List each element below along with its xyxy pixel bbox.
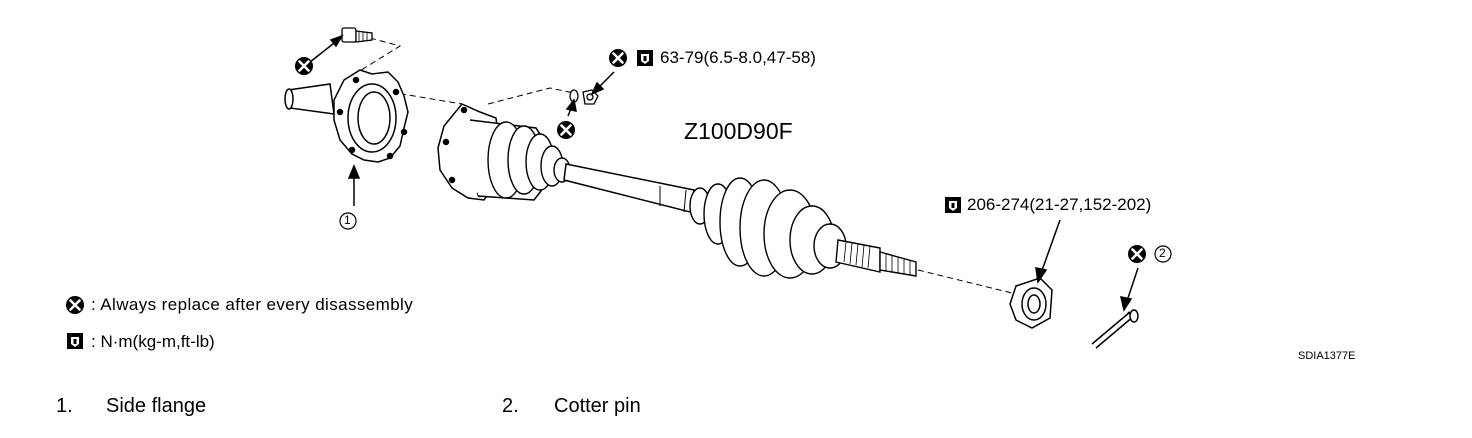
always-replace-icon xyxy=(555,119,577,141)
shaft-part xyxy=(563,163,695,213)
always-replace-icon xyxy=(1126,243,1148,265)
torque-wrench-icon xyxy=(67,333,83,349)
cotter-pin-part xyxy=(1091,309,1139,349)
torque-spec-nut: 206-274(21-27,152-202) xyxy=(967,195,1152,214)
legend-replace-text: : Always replace after every disassembly xyxy=(91,295,414,314)
torque-wrench-icon xyxy=(637,50,653,66)
diagram-code: Z100D90F xyxy=(684,118,793,144)
bolt-part xyxy=(341,27,373,43)
part-1-number: 1. xyxy=(56,395,73,417)
always-replace-icon xyxy=(293,55,315,77)
callout-number-1: 1 xyxy=(344,213,351,227)
always-replace-icon xyxy=(607,47,629,69)
callout-circle-2 xyxy=(1154,245,1172,263)
inner-boot-part xyxy=(487,121,571,199)
callout-circle-1 xyxy=(339,212,357,230)
side-flange-part xyxy=(284,69,409,163)
part-2-number: 2. xyxy=(502,395,519,417)
arrows xyxy=(309,34,1139,312)
wheel-nut-part xyxy=(1009,277,1053,329)
torque-wrench-icon xyxy=(945,197,961,213)
always-replace-icon xyxy=(64,294,86,316)
splined-stub-part xyxy=(835,239,917,277)
figure-ref-id: SDIA1377E xyxy=(1298,350,1356,362)
part-1-name: Side flange xyxy=(106,395,207,417)
torque-spec-outer: 63-79(6.5-8.0,47-58) xyxy=(660,48,816,67)
part-2-name: Cotter pin xyxy=(554,395,641,417)
callout-number-2: 2 xyxy=(1159,246,1166,260)
legend-torque-text: : N·m(kg-m,ft-lb) xyxy=(91,332,215,351)
outer-boot-part xyxy=(689,177,847,279)
